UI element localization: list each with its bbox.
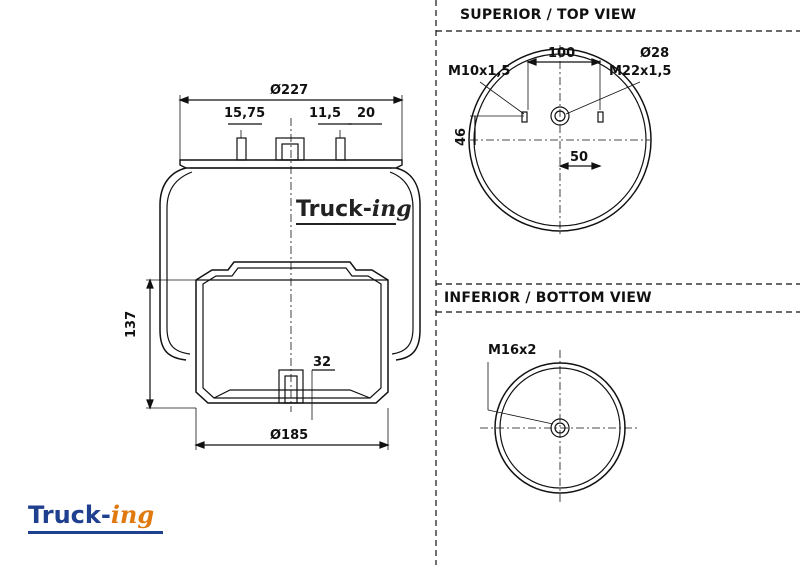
offset-50-label: 50	[570, 150, 589, 165]
watermark-main: Truck-	[296, 197, 372, 222]
dim-1575-label: 15,75	[224, 106, 266, 121]
top-view	[468, 45, 652, 235]
brand-main: Truck-	[28, 501, 111, 529]
brand-logo: Truck-ing	[28, 500, 163, 534]
dim-115-label: 11,5	[309, 106, 342, 121]
thread-m16-label: M16x2	[488, 343, 537, 358]
diameter-top-label: Ø227	[270, 83, 309, 98]
watermark-logo: Truck-ing	[296, 196, 412, 225]
side-view	[146, 95, 421, 450]
thread-right-label: M22x1,5	[609, 64, 672, 79]
spacing-100-label: 100	[548, 46, 576, 61]
port-diameter-label: Ø28	[640, 46, 670, 61]
height-label: 137	[124, 310, 139, 338]
thread-left-label: M10x1,5	[448, 64, 511, 79]
watermark-suffix: ing	[371, 196, 412, 222]
top-view-heading: SUPERIOR / TOP VIEW	[460, 7, 637, 23]
bottom-view	[480, 350, 640, 505]
diameter-bottom-label: Ø185	[270, 428, 309, 443]
brand-suffix: ing	[110, 500, 155, 529]
dim-20-label: 20	[357, 106, 376, 121]
bottom-view-heading: INFERIOR / BOTTOM VIEW	[444, 290, 652, 306]
offset-46-label: 46	[454, 127, 469, 146]
dim-32-label: 32	[313, 355, 332, 370]
